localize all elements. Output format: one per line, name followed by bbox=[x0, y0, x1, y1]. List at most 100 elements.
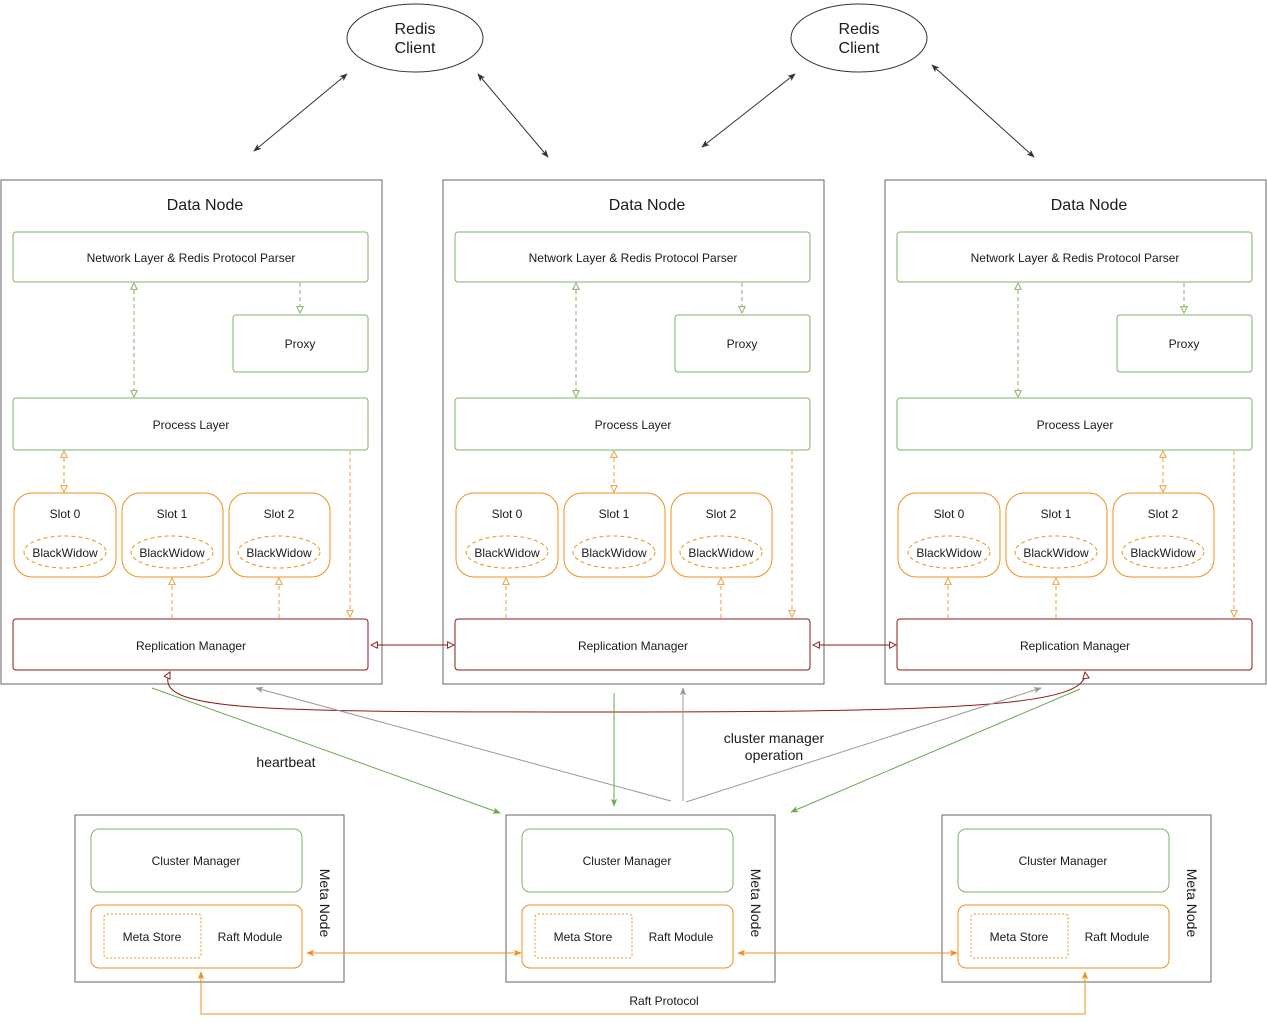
data-node-3: Data Node Network Layer & Redis Protocol… bbox=[884, 179, 1267, 685]
client-connection-arrow bbox=[931, 64, 1035, 158]
raft-container-box bbox=[957, 904, 1170, 969]
slot-label: Slot 0 bbox=[492, 507, 523, 521]
slot-label: Slot 2 bbox=[706, 507, 737, 521]
process-layer-label: Process Layer bbox=[1037, 418, 1114, 432]
cluster-operation-label: operation bbox=[745, 747, 803, 763]
slot-label: Slot 1 bbox=[599, 507, 630, 521]
replication-manager-box bbox=[12, 618, 369, 671]
blackwidow-label: BlackWidow bbox=[916, 546, 982, 560]
meta-node-title: Meta Node bbox=[1184, 869, 1200, 938]
meta-node-title: Meta Node bbox=[748, 869, 764, 938]
cluster-operation-arrow bbox=[255, 686, 672, 802]
data-node-title: Data Node bbox=[1051, 197, 1128, 214]
meta-store-box bbox=[970, 913, 1069, 959]
client-connection-arrow bbox=[701, 73, 796, 148]
replication-manager-label: Replication Manager bbox=[136, 639, 246, 653]
raft-container-box bbox=[521, 904, 734, 969]
blackwidow-label: BlackWidow bbox=[474, 546, 540, 560]
heartbeat-arrow bbox=[790, 688, 1081, 813]
meta-store-label: Meta Store bbox=[554, 930, 613, 944]
cluster-manager-box bbox=[90, 828, 303, 893]
process-layer-label: Process Layer bbox=[153, 418, 230, 432]
client-connection-arrow bbox=[477, 73, 549, 158]
heartbeat-label: heartbeat bbox=[256, 754, 315, 770]
cluster-operation-label: cluster manager bbox=[724, 730, 825, 746]
blackwidow-label: BlackWidow bbox=[688, 546, 754, 560]
slot-2: Slot 2 BlackWidow bbox=[228, 492, 331, 578]
data-node-1: Data Node Network Layer & Redis Protocol… bbox=[0, 179, 383, 685]
blackwidow-label: BlackWidow bbox=[581, 546, 647, 560]
data-node-title: Data Node bbox=[609, 197, 686, 214]
heartbeat-arrow bbox=[151, 687, 501, 814]
raft-protocol-label: Raft Protocol bbox=[629, 994, 698, 1008]
cluster-manager-label: Cluster Manager bbox=[1019, 854, 1108, 868]
blackwidow-label: BlackWidow bbox=[139, 546, 205, 560]
slot-1: Slot 1 BlackWidow bbox=[563, 492, 666, 578]
proxy-box bbox=[232, 314, 369, 373]
network-layer-box bbox=[12, 231, 369, 283]
slot-0: Slot 0 BlackWidow bbox=[455, 492, 559, 578]
blackwidow-label: BlackWidow bbox=[246, 546, 312, 560]
slot-label: Slot 2 bbox=[264, 507, 295, 521]
cluster-manager-box bbox=[957, 828, 1170, 893]
replication-manager-box bbox=[896, 618, 1253, 671]
process-layer-box bbox=[454, 397, 811, 451]
slot-1: Slot 1 BlackWidow bbox=[1005, 492, 1108, 578]
proxy-box bbox=[674, 314, 811, 373]
slot-0: Slot 0 BlackWidow bbox=[13, 492, 117, 578]
data-node-2: Data Node Network Layer & Redis Protocol… bbox=[442, 179, 825, 685]
meta-node-title: Meta Node bbox=[317, 869, 333, 938]
cluster-manager-box bbox=[521, 828, 734, 893]
heartbeat-arrows bbox=[151, 687, 1081, 814]
slot-label: Slot 1 bbox=[157, 507, 188, 521]
blackwidow-label: BlackWidow bbox=[1023, 546, 1089, 560]
replication-manager-label: Replication Manager bbox=[1020, 639, 1130, 653]
redis-client-label: Redis bbox=[395, 21, 436, 38]
blackwidow-label: BlackWidow bbox=[1130, 546, 1196, 560]
meta-node-2: Cluster Manager Meta Store Raft Module M… bbox=[505, 814, 776, 983]
redis-client-label: Redis bbox=[839, 21, 880, 38]
redis-client-2: Redis Client bbox=[790, 3, 928, 73]
client-connections bbox=[253, 64, 1035, 158]
redis-client-1: Redis Client bbox=[346, 3, 484, 73]
raft-links bbox=[197, 949, 1089, 1015]
slot-label: Slot 0 bbox=[50, 507, 81, 521]
replication-manager-box bbox=[454, 618, 811, 671]
process-layer-box bbox=[12, 397, 369, 451]
raft-container-box bbox=[90, 904, 303, 969]
replication-curve-arrow bbox=[168, 672, 1085, 713]
network-layer-box bbox=[896, 231, 1253, 283]
replication-links bbox=[168, 645, 1085, 713]
network-layer-label: Network Layer & Redis Protocol Parser bbox=[529, 251, 738, 265]
meta-node-1: Cluster Manager Meta Store Raft Module M… bbox=[74, 814, 345, 983]
slot-label: Slot 1 bbox=[1041, 507, 1072, 521]
meta-store-box bbox=[534, 913, 633, 959]
data-node-title: Data Node bbox=[167, 197, 244, 214]
raft-module-label: Raft Module bbox=[218, 930, 283, 944]
proxy-box bbox=[1116, 314, 1253, 373]
proxy-label: Proxy bbox=[285, 337, 316, 351]
meta-store-box bbox=[103, 913, 202, 959]
proxy-label: Proxy bbox=[1169, 337, 1200, 351]
raft-module-label: Raft Module bbox=[1085, 930, 1150, 944]
slot-2: Slot 2 BlackWidow bbox=[670, 492, 773, 578]
redis-client-label: Client bbox=[839, 40, 880, 57]
client-connection-arrow bbox=[253, 73, 348, 152]
slot-0: Slot 0 BlackWidow bbox=[897, 492, 1001, 578]
meta-store-label: Meta Store bbox=[123, 930, 182, 944]
raft-protocol-arrow bbox=[197, 971, 1089, 1015]
replication-manager-label: Replication Manager bbox=[578, 639, 688, 653]
raft-module-label: Raft Module bbox=[649, 930, 714, 944]
cluster-manager-label: Cluster Manager bbox=[583, 854, 672, 868]
cluster-operation-arrows bbox=[255, 686, 1042, 803]
proxy-label: Proxy bbox=[727, 337, 758, 351]
slot-label: Slot 0 bbox=[934, 507, 965, 521]
network-layer-label: Network Layer & Redis Protocol Parser bbox=[87, 251, 296, 265]
meta-store-label: Meta Store bbox=[990, 930, 1049, 944]
slot-label: Slot 2 bbox=[1148, 507, 1179, 521]
cluster-manager-label: Cluster Manager bbox=[152, 854, 241, 868]
slot-2: Slot 2 BlackWidow bbox=[1112, 492, 1215, 578]
network-layer-label: Network Layer & Redis Protocol Parser bbox=[971, 251, 1180, 265]
cluster-operation-arrow bbox=[685, 687, 1042, 803]
blackwidow-label: BlackWidow bbox=[32, 546, 98, 560]
